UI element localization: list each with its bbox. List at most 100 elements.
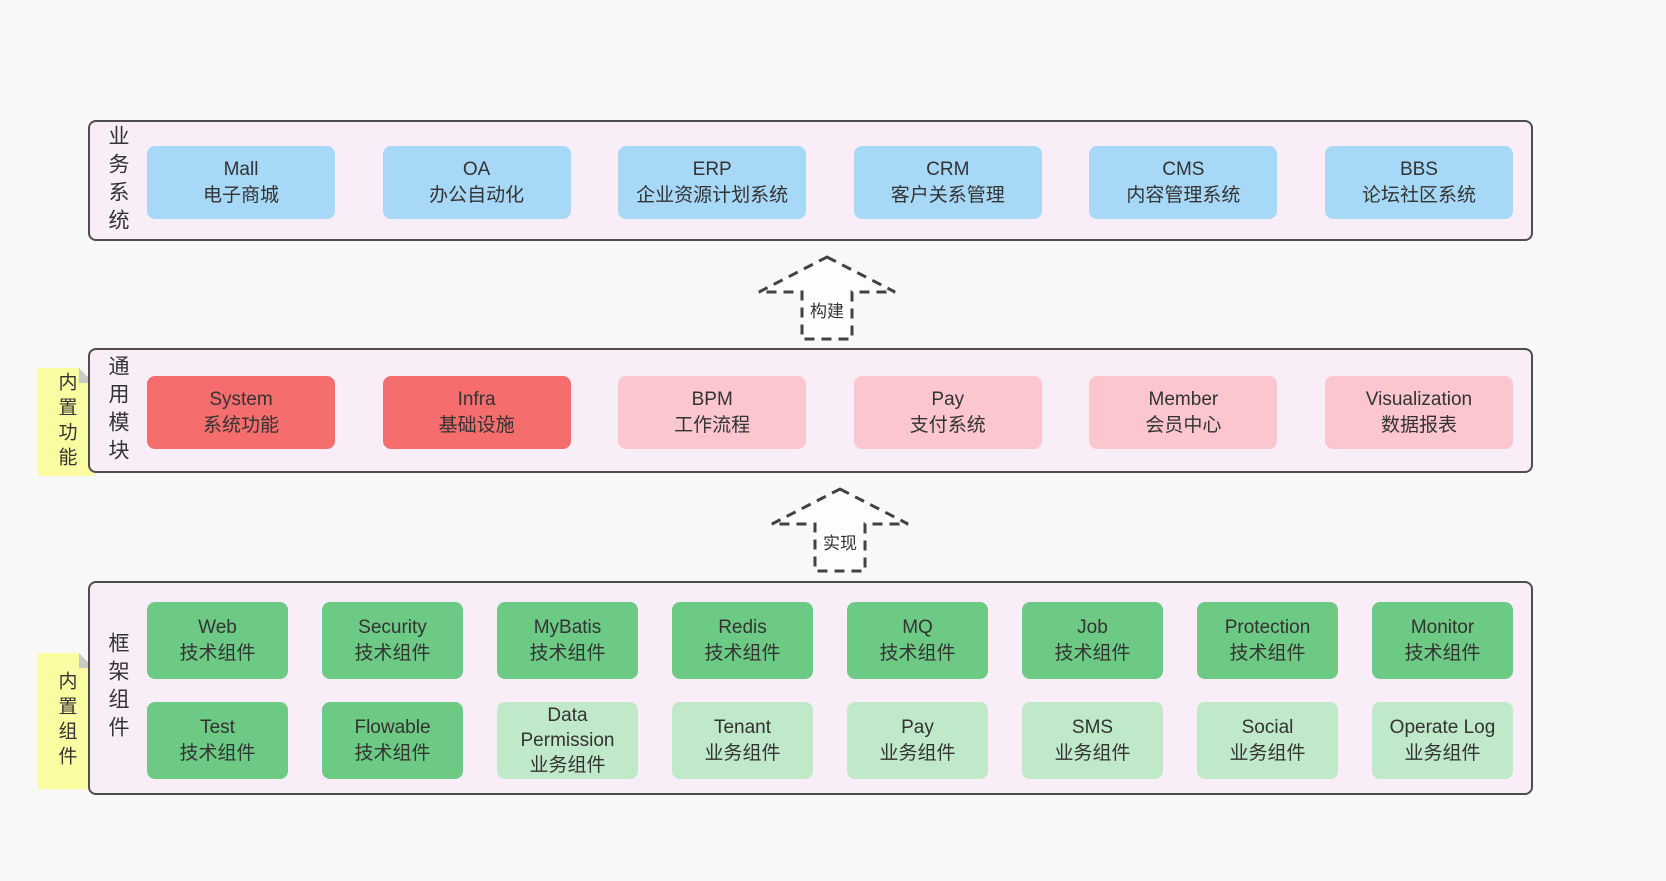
box-title: Pay [901,717,934,739]
box-title: ERP [692,159,732,181]
layer-title: 框架组件 [106,632,129,744]
box-data-permission: Data Permission 业务组件 [497,702,638,779]
box-subtitle: 办公自动化 [429,184,525,206]
box-subtitle: 论坛社区系统 [1361,184,1476,206]
box-subtitle: 技术组件 [179,742,256,764]
layer-common-modules: 通用模块 System 系统功能 Infra 基础设施 BPM 工作流程 Pay… [88,348,1533,473]
box-subtitle: 工作流程 [674,414,751,436]
box-bbs: BBS 论坛社区系统 [1324,146,1513,219]
note-label: 内置功能 [55,372,77,472]
sticky-note-built-in-components: 内置组件 [38,653,94,789]
sticky-note-built-in-features: 内置功能 [38,368,94,476]
box-oa: OA 办公自动化 [382,146,571,219]
box-title: MyBatis [533,617,602,639]
box-infra: Infra 基础设施 [382,376,571,449]
box-mybatis: MyBatis 技术组件 [497,602,638,679]
box-pay-component: Pay 业务组件 [847,702,988,779]
arrow-label: 实现 [820,529,860,554]
box-title: BBS [1399,159,1438,181]
box-subtitle: 技术组件 [1229,642,1306,664]
box-title: Data Permission [520,704,615,751]
layer-title: 业务系统 [106,124,129,237]
box-subtitle: 系统功能 [202,414,279,436]
box-title: Mall [223,159,259,181]
box-subtitle: 技术组件 [1404,642,1481,664]
box-title: Tenant [713,717,772,739]
box-title: Protection [1224,617,1311,639]
box-subtitle: 技术组件 [179,642,256,664]
box-erp: ERP 企业资源计划系统 [618,146,807,219]
box-operate-log: Operate Log 业务组件 [1372,702,1513,779]
box-title: System [209,389,273,411]
box-subtitle: 业务组件 [529,755,606,777]
box-system: System 系统功能 [147,376,335,449]
box-title: Job [1077,617,1108,639]
box-tenant: Tenant 业务组件 [672,702,813,779]
box-title: CMS [1162,159,1205,181]
box-subtitle: 技术组件 [1054,642,1131,664]
box-subtitle: 技术组件 [879,642,956,664]
box-title: Test [200,717,235,739]
box-title: Infra [457,389,496,411]
box-mall: Mall 电子商城 [147,146,335,219]
modules-box-row: System 系统功能 Infra 基础设施 BPM 工作流程 Pay 支付系统… [147,376,1513,449]
box-member: Member 会员中心 [1089,376,1278,449]
box-cms: CMS 内容管理系统 [1089,146,1278,219]
box-subtitle: 技术组件 [704,642,781,664]
box-title: Member [1148,389,1219,411]
box-crm: CRM 客户关系管理 [853,146,1042,219]
business-box-row: Mall 电子商城 OA 办公自动化 ERP 企业资源计划系统 CRM 客户关系… [147,146,1513,219]
box-title: Pay [931,389,965,411]
box-subtitle: 技术组件 [354,742,431,764]
box-subtitle: 业务组件 [1404,742,1481,764]
box-subtitle: 技术组件 [354,642,431,664]
box-pay-system: Pay 支付系统 [853,376,1042,449]
box-title: Social [1241,717,1294,739]
box-subtitle: 技术组件 [529,642,606,664]
framework-box-row-1: Web 技术组件 Security 技术组件 MyBatis 技术组件 Redi… [147,602,1513,679]
box-title: Security [358,617,427,639]
box-mq: MQ 技术组件 [847,602,988,679]
box-monitor: Monitor 技术组件 [1372,602,1513,679]
box-title: OA [462,159,491,181]
box-subtitle: 企业资源计划系统 [636,184,789,206]
box-redis: Redis 技术组件 [672,602,813,679]
arrow-build: 构建 [757,255,897,341]
box-protection: Protection 技术组件 [1197,602,1338,679]
box-subtitle: 业务组件 [704,742,781,764]
box-title: Flowable [354,717,431,739]
box-visualization: Visualization 数据报表 [1324,376,1513,449]
box-subtitle: 客户关系管理 [890,184,1005,206]
box-title: MQ [902,617,933,639]
box-subtitle: 业务组件 [1229,742,1306,764]
box-title: Operate Log [1389,717,1496,739]
box-title: Redis [718,617,767,639]
box-title: BPM [691,389,733,411]
framework-box-row-2: Test 技术组件 Flowable 技术组件 Data Permission … [147,702,1513,779]
box-security: Security 技术组件 [322,602,463,679]
box-title: Visualization [1365,389,1473,411]
box-title: Monitor [1410,617,1475,639]
box-subtitle: 电子商城 [202,184,279,206]
box-subtitle: 基础设施 [438,414,515,436]
box-sms: SMS 业务组件 [1022,702,1163,779]
box-subtitle: 会员中心 [1145,414,1222,436]
box-web: Web 技术组件 [147,602,288,679]
arrow-label: 构建 [807,297,847,322]
box-bpm: BPM 工作流程 [618,376,807,449]
box-job: Job 技术组件 [1022,602,1163,679]
layer-framework-components: 框架组件 Web 技术组件 Security 技术组件 MyBatis 技术组件… [88,581,1533,795]
layer-title: 通用模块 [106,354,129,467]
box-social: Social 业务组件 [1197,702,1338,779]
note-label: 内置组件 [55,671,77,771]
box-subtitle: 内容管理系统 [1126,184,1241,206]
box-title: CRM [926,159,970,181]
box-flowable: Flowable 技术组件 [322,702,463,779]
box-test: Test 技术组件 [147,702,288,779]
box-subtitle: 支付系统 [909,414,986,436]
box-title: SMS [1071,717,1114,739]
box-subtitle: 数据报表 [1380,414,1457,436]
box-subtitle: 业务组件 [1054,742,1131,764]
arrow-implement: 实现 [770,487,910,573]
